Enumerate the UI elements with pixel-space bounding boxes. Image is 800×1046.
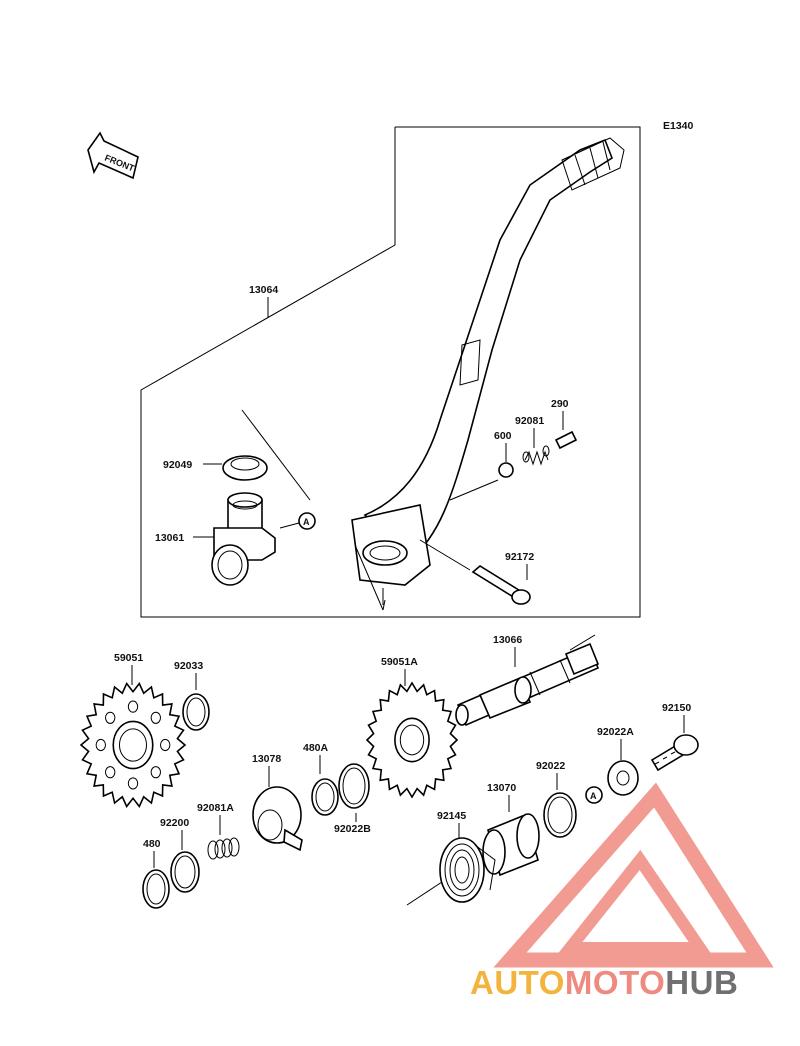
label-600: 600 bbox=[494, 430, 512, 442]
collar-13070 bbox=[482, 813, 540, 877]
label-92200: 92200 bbox=[160, 817, 189, 829]
label-92022A: 92022A bbox=[597, 726, 634, 738]
washer-92022 bbox=[543, 792, 577, 838]
label-480: 480 bbox=[143, 838, 161, 850]
ref-marker-a-upper bbox=[298, 512, 316, 530]
label-13078: 13078 bbox=[252, 753, 281, 765]
ref-marker-a-lower bbox=[585, 786, 603, 804]
label-92081A: 92081A bbox=[197, 802, 234, 814]
ball-600 bbox=[498, 462, 514, 478]
watermark-part2: MOTO bbox=[565, 964, 665, 1001]
circlip-480A bbox=[311, 778, 339, 816]
label-92022B: 92022B bbox=[334, 823, 371, 835]
label-92172: 92172 bbox=[505, 551, 534, 563]
gear-59051A bbox=[365, 681, 459, 799]
kick-pedal-assembly-outline bbox=[140, 126, 641, 618]
pedal-boss-13061 bbox=[211, 492, 276, 586]
label-92022: 92022 bbox=[536, 760, 565, 772]
circlip-480 bbox=[142, 869, 170, 909]
diagram-code: E1340 bbox=[663, 120, 694, 132]
washer-92022A bbox=[607, 760, 639, 796]
label-13061: 13061 bbox=[155, 532, 184, 544]
kick-shaft-13066 bbox=[455, 634, 600, 727]
label-13064: 13064 bbox=[249, 284, 278, 296]
label-59051: 59051 bbox=[114, 652, 143, 664]
kick-pedal-lever bbox=[351, 137, 625, 611]
watermark-brand: AUTOMOTOHUB bbox=[470, 964, 738, 1001]
pin-290 bbox=[554, 430, 578, 450]
label-480A: 480A bbox=[303, 742, 329, 754]
automotohub-logo-icon bbox=[493, 782, 774, 968]
gear-59051 bbox=[79, 681, 187, 809]
label-92145: 92145 bbox=[437, 810, 466, 822]
label-92081: 92081 bbox=[515, 415, 544, 427]
label-59051A: 59051A bbox=[381, 656, 418, 668]
spring-92145 bbox=[406, 837, 496, 906]
spring-92081 bbox=[522, 445, 550, 466]
label-13066: 13066 bbox=[493, 634, 522, 646]
ref-marker-a-lower-label: A bbox=[590, 791, 597, 801]
ref-marker-a-upper-label: A bbox=[303, 517, 310, 527]
bolt-92172 bbox=[419, 539, 531, 605]
label-290: 290 bbox=[551, 398, 569, 410]
ring-92033 bbox=[182, 693, 210, 731]
label-92150: 92150 bbox=[662, 702, 691, 714]
washer-92200 bbox=[170, 851, 200, 893]
spring-92081A bbox=[207, 837, 240, 860]
front-arrow-icon: FRONT bbox=[87, 131, 139, 180]
label-13070: 13070 bbox=[487, 782, 516, 794]
ratchet-13078 bbox=[252, 786, 303, 852]
label-92033: 92033 bbox=[174, 660, 203, 672]
watermark-part3: HUB bbox=[665, 964, 738, 1001]
seal-92049 bbox=[222, 455, 268, 481]
washer-92022B bbox=[338, 763, 370, 809]
watermark-part1: AUTO bbox=[470, 964, 565, 1001]
bolt-92150 bbox=[650, 734, 699, 772]
label-92049: 92049 bbox=[163, 459, 192, 471]
